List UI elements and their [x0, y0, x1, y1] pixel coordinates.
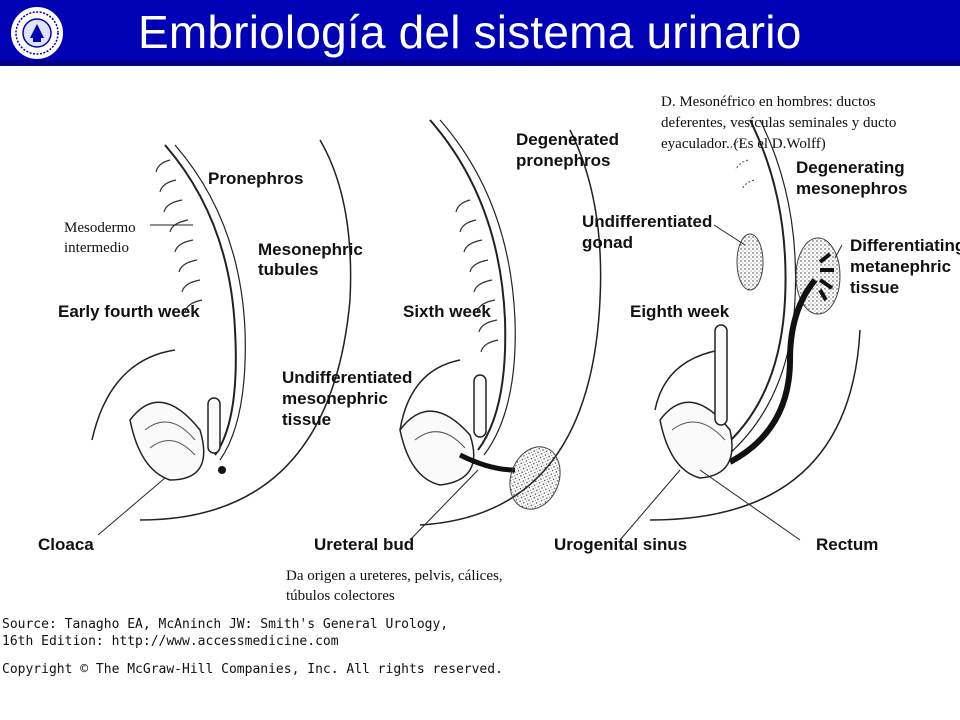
- university-seal-icon: [9, 5, 65, 61]
- label-undiff-mesonephric-1: Undifferentiated: [282, 368, 413, 387]
- label-degenerated-pronephros-2: pronephros: [516, 151, 611, 170]
- source-line-2: 16th Edition: http://www.accessmedicine.…: [2, 634, 339, 649]
- label-cloaca: Cloaca: [38, 535, 94, 554]
- label-degenerating-mesonephros-1: Degenerating: [796, 158, 905, 177]
- source-line-1: Source: Tanagho EA, McAninch JW: Smith's…: [2, 617, 449, 632]
- label-undiff-mesonephric-2: mesonephric: [282, 389, 388, 408]
- stage-sixth-week: Sixth week: [403, 302, 491, 321]
- title-bar-underline: [0, 60, 960, 66]
- label-mesonephric-tubules-1: Mesonephric: [258, 240, 363, 259]
- label-undiff-gonad-2: gonad: [582, 233, 633, 252]
- label-degenerated-pronephros-1: Degenerated: [516, 130, 619, 149]
- label-degenerating-mesonephros-2: mesonephros: [796, 179, 908, 198]
- label-urogenital-sinus: Urogenital sinus: [554, 535, 688, 554]
- page-title: Embriología del sistema urinario: [138, 6, 802, 58]
- leader-lines: [97, 224, 843, 541]
- note-mesonefrico-2: deferentes, vesículas seminales y ducto: [661, 115, 897, 131]
- kidney-development-illustration: [91, 119, 861, 541]
- note-mesodermo-1: Mesodermo: [64, 220, 136, 236]
- panel-sixth-week: [399, 119, 602, 526]
- stage-early-fourth-week: Early fourth week: [58, 302, 200, 321]
- label-ureteral-bud: Ureteral bud: [314, 535, 415, 554]
- label-undiff-gonad-1: Undifferentiated: [582, 212, 713, 231]
- label-pronephros: Pronephros: [208, 169, 304, 188]
- panel-eighth-week: [649, 119, 861, 521]
- panel-early-fourth-week: [91, 139, 352, 521]
- copyright-line: Copyright © The McGraw-Hill Companies, I…: [2, 662, 503, 677]
- stage-eighth-week: Eighth week: [630, 302, 730, 321]
- label-mesonephric-tubules-2: tubules: [258, 260, 319, 279]
- label-undiff-mesonephric-3: tissue: [282, 410, 332, 429]
- label-metanephric-2: metanephric: [850, 257, 952, 276]
- note-ureteres-1: Da origen a ureteres, pelvis, cálices,: [286, 568, 503, 584]
- label-metanephric-1: Differentiating: [850, 236, 960, 255]
- title-bar: Embriología del sistema urinario: [0, 0, 960, 66]
- note-ureteres-2: túbulos colectores: [286, 588, 395, 604]
- note-mesonefrico-3: eyaculador. (Es el D.Wolff): [661, 136, 826, 152]
- label-metanephric-3: tissue: [850, 278, 900, 297]
- note-mesonefrico-1: D. Mesonéfrico en hombres: ductos: [661, 94, 876, 110]
- note-mesodermo-2: intermedio: [64, 240, 129, 256]
- label-rectum: Rectum: [816, 535, 879, 554]
